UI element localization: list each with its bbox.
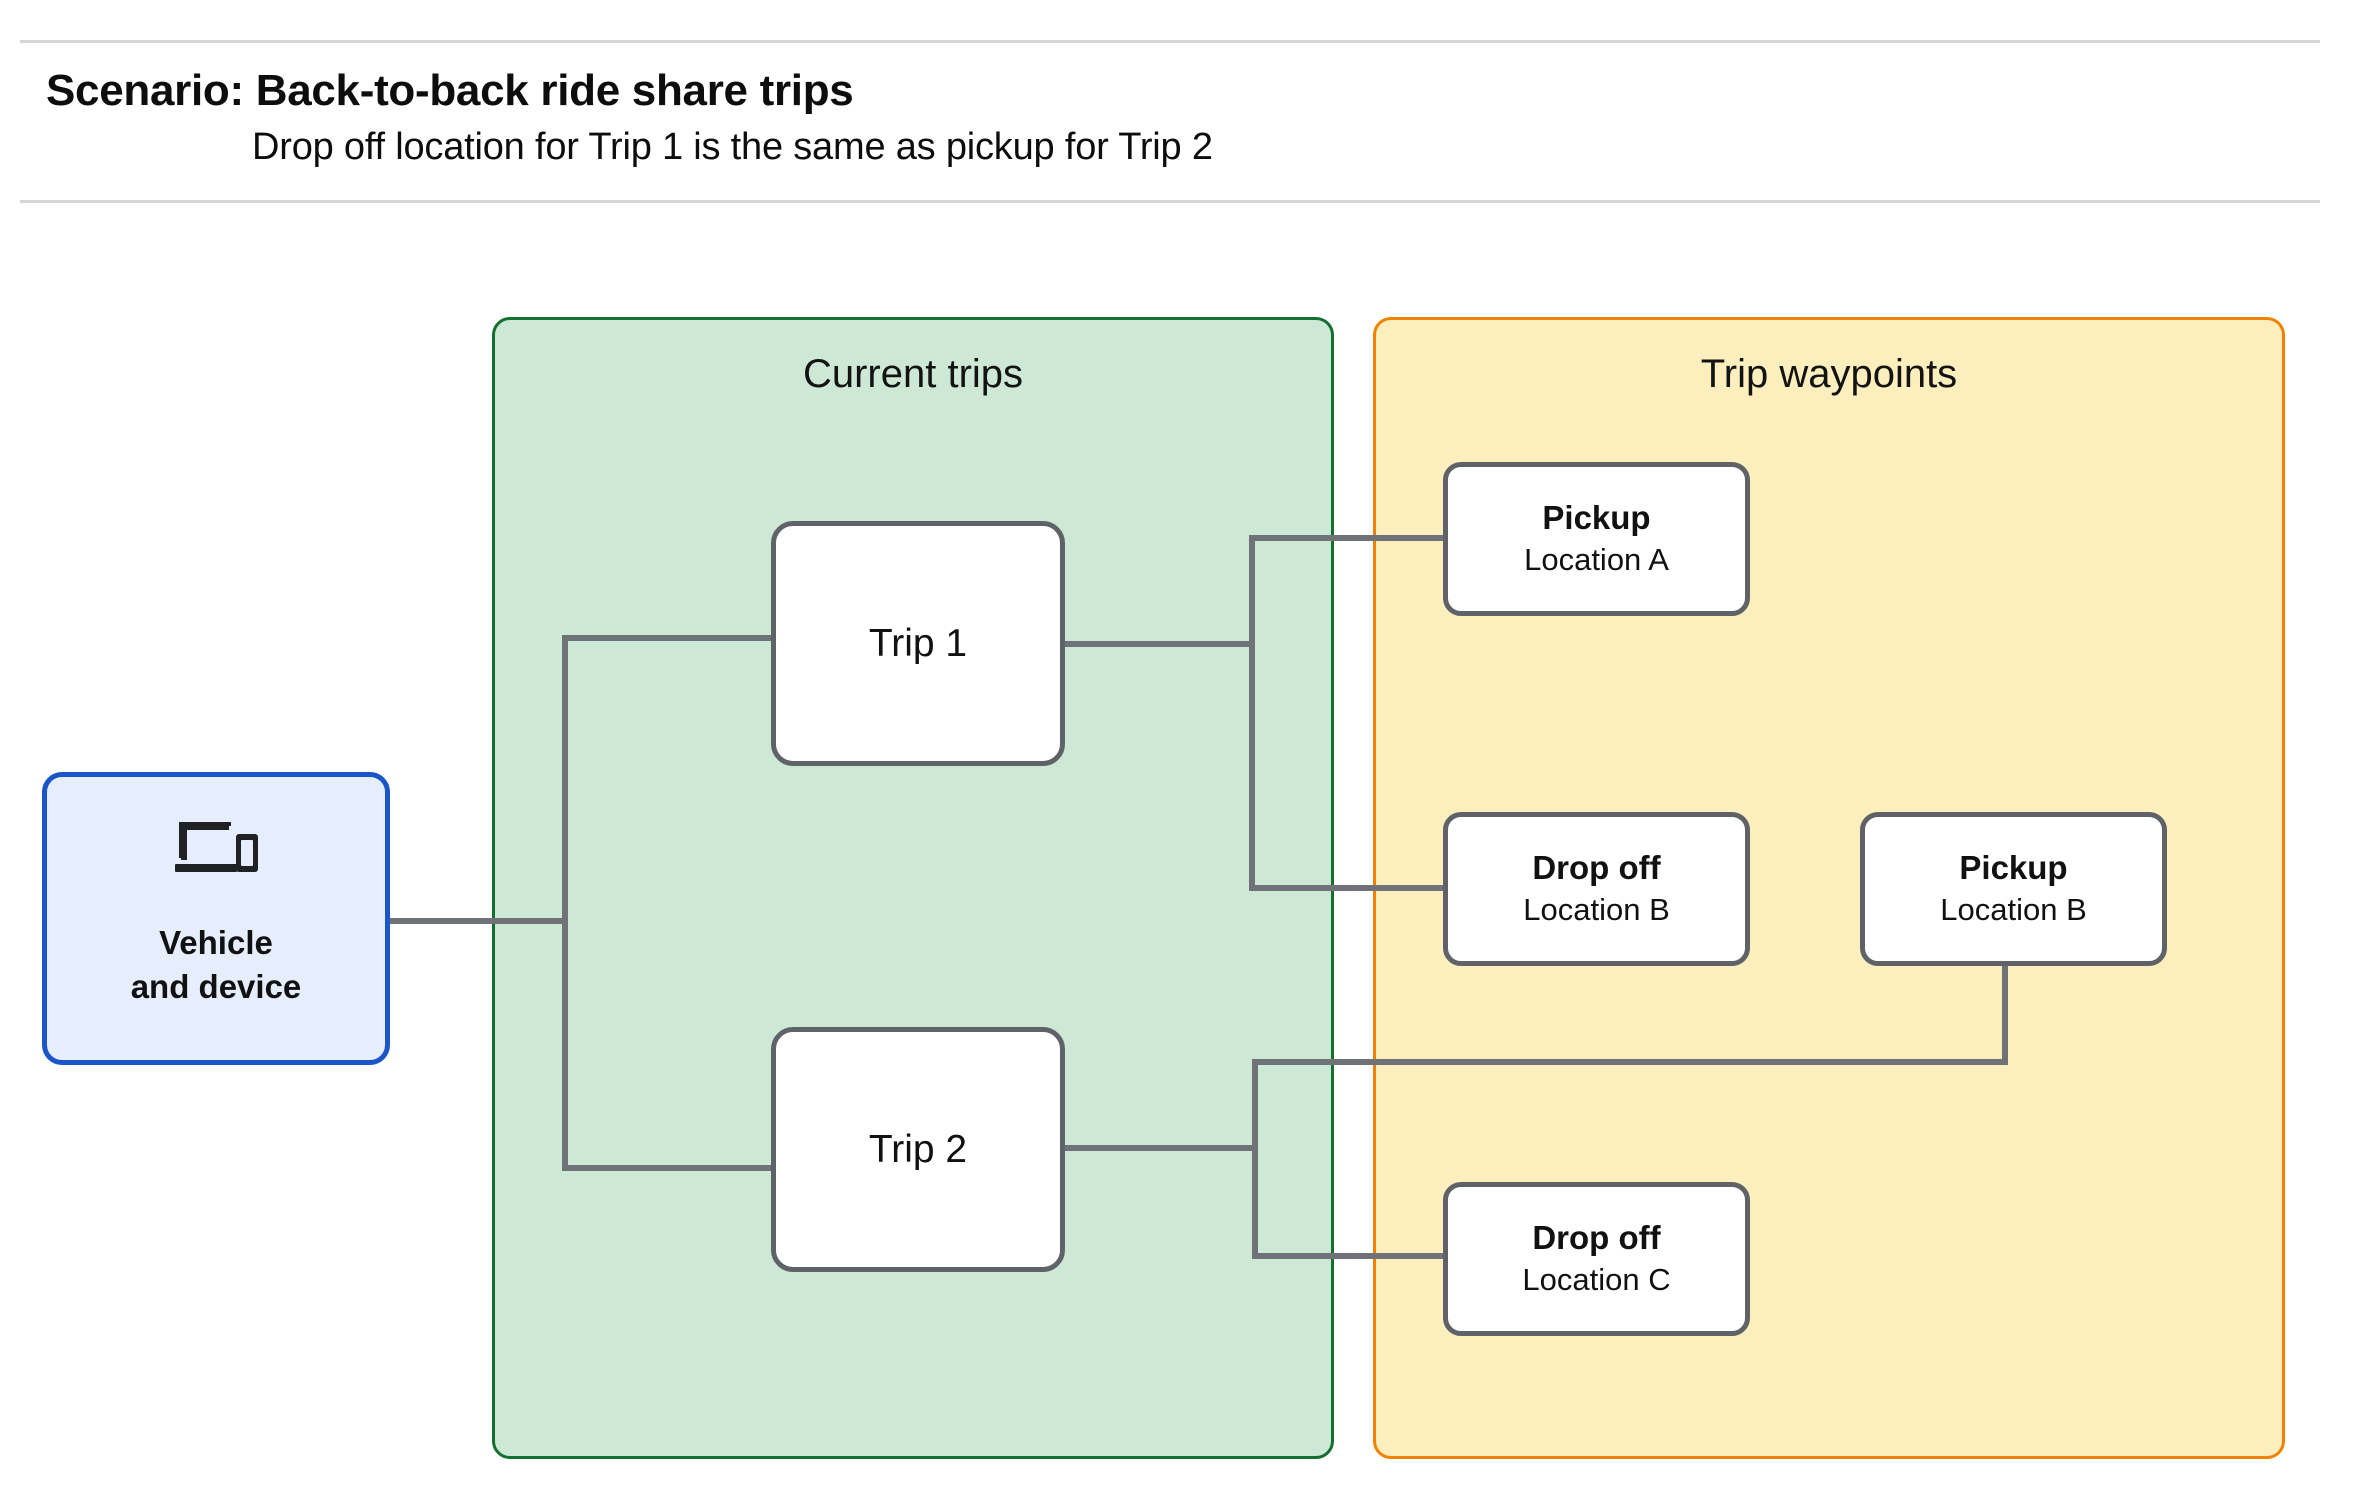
node-dropoff-c-title: Drop off: [1532, 1219, 1661, 1257]
group-current-trips-title: Current trips: [802, 352, 1024, 396]
node-pickup-b[interactable]: Pickup Location B: [1860, 812, 2167, 966]
node-trip-2[interactable]: Trip 2: [771, 1027, 1065, 1272]
page-subtitle: Drop off location for Trip 1 is the same…: [252, 126, 1213, 168]
page-title: Scenario: Back-to-back ride share trips: [46, 66, 854, 115]
node-pickup-a-location: Location A: [1524, 542, 1669, 578]
group-trip-waypoints-title: Trip waypoints: [1700, 352, 1958, 396]
header-divider-top: [20, 40, 2320, 43]
node-dropoff-c[interactable]: Drop off Location C: [1443, 1182, 1750, 1336]
header-divider-bottom: [20, 200, 2320, 203]
node-pickup-a[interactable]: Pickup Location A: [1443, 462, 1750, 616]
node-dropoff-b[interactable]: Drop off Location B: [1443, 812, 1750, 966]
node-trip-1-label: Trip 1: [868, 621, 968, 665]
node-vehicle-label: Vehicle and device: [131, 921, 302, 1008]
node-pickup-b-location: Location B: [1940, 892, 2087, 928]
node-dropoff-b-location: Location B: [1523, 892, 1670, 928]
node-vehicle-and-device[interactable]: Vehicle and device: [42, 772, 390, 1065]
node-trip-2-label: Trip 2: [868, 1127, 968, 1171]
devices-icon: [173, 820, 259, 885]
node-vehicle-label-line1: Vehicle: [159, 924, 273, 961]
node-dropoff-c-location: Location C: [1522, 1262, 1671, 1298]
node-dropoff-b-title: Drop off: [1532, 849, 1661, 887]
group-current-trips: Current trips: [492, 317, 1334, 1459]
node-pickup-b-title: Pickup: [1959, 849, 2068, 887]
node-trip-1[interactable]: Trip 1: [771, 521, 1065, 766]
node-pickup-a-title: Pickup: [1542, 499, 1651, 537]
node-vehicle-label-line2: and device: [130, 967, 302, 1005]
